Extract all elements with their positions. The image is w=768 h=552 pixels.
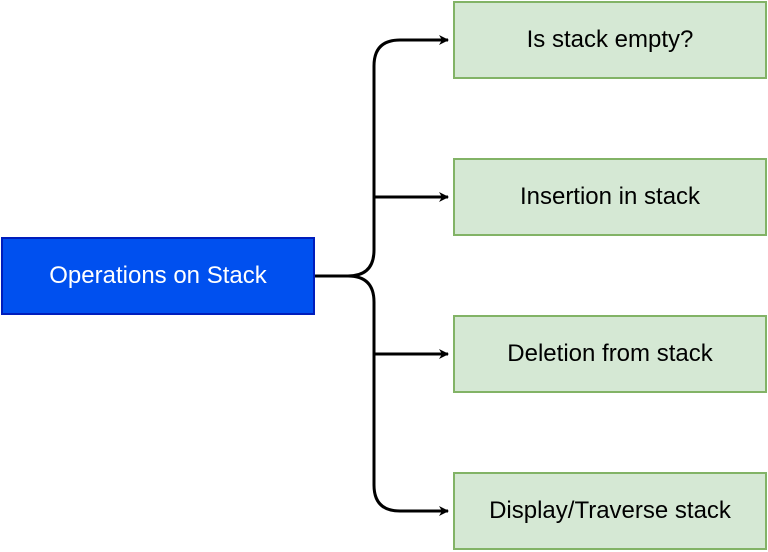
connector-root-to-display-traverse	[315, 274, 449, 516]
root-node-operations-on-stack: Operations on Stack	[1, 237, 315, 315]
child-node-insertion-in-stack: Insertion in stack	[453, 158, 767, 236]
child-node-deletion-from-stack: Deletion from stack	[453, 315, 767, 393]
child-node-display-traverse-stack: Display/Traverse stack	[453, 472, 767, 550]
connector-root-to-is-stack-empty	[315, 35, 449, 278]
child-node-is-stack-empty: Is stack empty?	[453, 1, 767, 79]
